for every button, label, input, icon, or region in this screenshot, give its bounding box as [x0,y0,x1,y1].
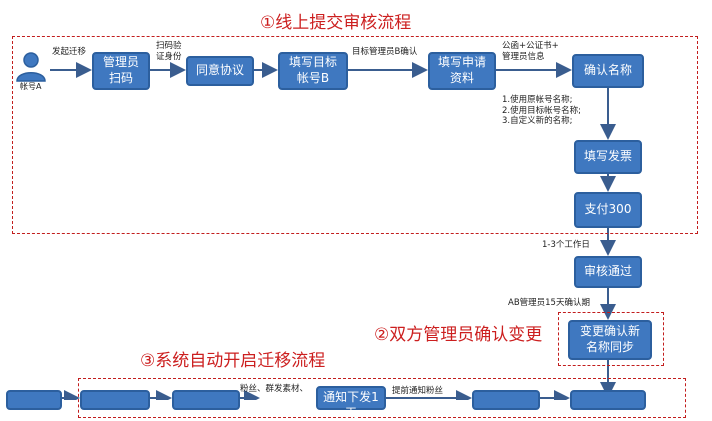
verify-id-label: 扫码验 证身份 [156,41,182,62]
section1-frame [12,36,698,234]
docs-label: 公函+公证书+ 管理员信息 [502,41,559,62]
bottom-box-1 [6,390,62,410]
admin-confirm-label: AB管理员15天确认期 [508,298,590,308]
change-sync-box: 变更确认新 名称同步 [568,320,652,360]
actor: 帐号A [14,50,48,94]
fans-materials-label: 粉丝、群发素材、 [240,384,309,394]
pay-box: 支付300 [574,192,642,228]
section3-title: ③系统自动开启迁移流程 [140,351,326,371]
notify-fans-label: 提前通知粉丝 [392,386,444,396]
notify-box: 通知下发1天 [316,386,386,420]
fill-apply-box: 填写申请 资料 [428,52,496,90]
bottom-box-5 [570,390,646,410]
bottom-box-3 [172,390,240,410]
fill-target-box: 填写目标 帐号B [278,52,348,90]
name-options-label: 1.使用原帐号名称; 2.使用目标帐号名称; 3.自定义新的名称; [502,95,581,127]
bottom-box-2 [80,390,150,410]
flow-arrows [50,62,616,400]
agree-box: 同意协议 [186,56,254,86]
invoice-box: 填写发票 [574,140,642,174]
actor-label: 帐号A [20,82,42,91]
person-icon [16,52,46,82]
bottom-box-4 [472,390,540,410]
target-admin-label: 目标管理员B确认 [352,47,418,57]
scan-box: 管理员 扫码 [92,52,150,90]
confirm-name-box: 确认名称 [572,54,644,88]
start-migrate-label: 发起迁移 [52,47,87,57]
workdays-label: 1-3个工作日 [542,240,590,250]
section2-frame [558,312,664,366]
section2-title: ②双方管理员确认变更 [374,325,543,345]
section1-title: ①线上提交审核流程 [260,13,412,33]
approved-box: 审核通过 [574,256,642,288]
